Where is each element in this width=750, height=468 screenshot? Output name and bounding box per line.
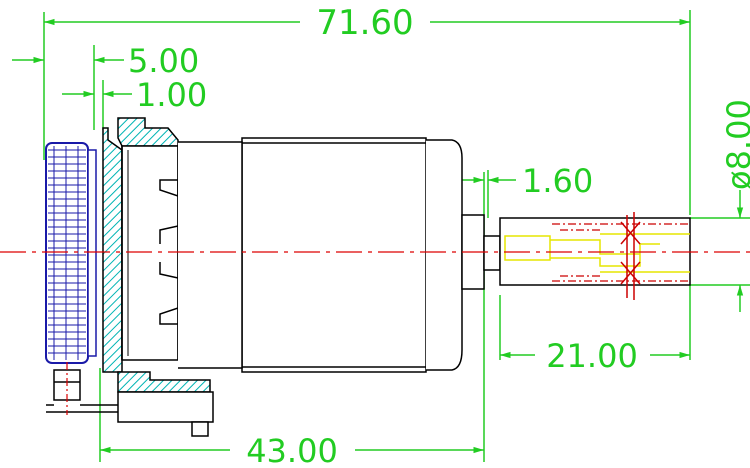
motor-body (178, 137, 463, 373)
dim-shaft-shoulder: 1.60 (522, 162, 593, 200)
dim-overall-length: 71.60 (316, 3, 413, 43)
dimension-lines (12, 18, 744, 454)
dim-gear-offset: 5.00 (128, 42, 199, 80)
dimension-labels: 71.60 5.00 1.00 1.60 ø8.00 21.00 43.00 (128, 3, 750, 468)
gear (45, 142, 97, 364)
dim-shaft-length: 21.00 (546, 337, 638, 375)
output-shaft (499, 212, 691, 300)
dim-body-length: 43.00 (246, 432, 338, 468)
dim-gear-gap: 1.00 (136, 76, 207, 114)
dim-shaft-diameter: ø8.00 (720, 99, 750, 190)
